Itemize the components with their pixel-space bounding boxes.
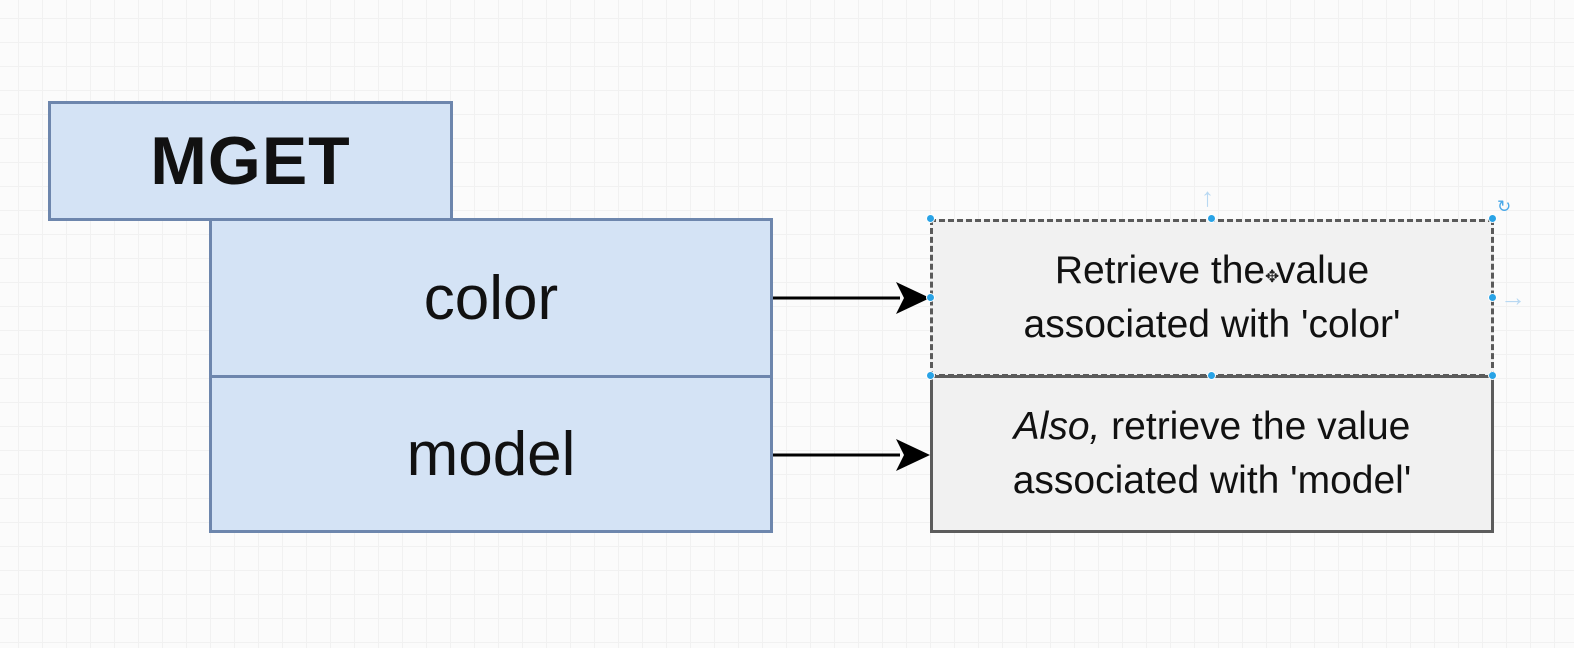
description-text-model: Also, retrieve the value associated with… [1013,400,1412,508]
description-model-line-1: retrieve the value [1100,405,1411,448]
selection-handle-top-right[interactable] [1488,214,1497,223]
mget-command-label: MGET [150,123,351,199]
key-box-color[interactable]: color [209,218,773,378]
description-box-model[interactable]: Also, retrieve the value associated with… [930,375,1494,533]
connect-arrow-right-icon[interactable]: → [1500,282,1526,312]
selection-handle-middle-left[interactable] [926,293,935,302]
key-label-model: model [406,419,576,489]
description-model-line-2: associated with 'model' [1012,459,1412,502]
arrow-model-to-description[interactable] [773,439,930,471]
key-label-color: color [423,263,559,333]
selection-handle-top-left[interactable] [926,214,935,223]
description-color-line-2: associated with 'color' [1023,303,1401,346]
selection-handle-middle-right[interactable] [1488,293,1497,302]
mget-command-box[interactable]: MGET [48,101,453,221]
key-box-model[interactable]: model [209,375,773,533]
description-model-emphasis: Also, [1013,405,1101,448]
selection-handle-bottom-right[interactable] [1488,371,1497,380]
arrow-color-head [896,282,930,314]
arrow-model-head [896,439,930,471]
move-cursor-icon: ✥ [1265,267,1280,286]
selection-handle-bottom-left[interactable] [926,371,935,380]
selection-handle-top-middle[interactable] [1207,214,1216,223]
connect-arrow-up-icon[interactable]: ↑ [1201,182,1214,212]
description-box-color[interactable]: Retrieve the value associated with 'colo… [930,219,1494,377]
description-text-color: Retrieve the value associated with 'colo… [1024,244,1401,352]
selection-handle-bottom-middle[interactable] [1207,371,1216,380]
arrow-color-to-description[interactable] [773,282,930,314]
rotate-icon[interactable]: ↻ [1497,197,1512,216]
description-color-line-1: Retrieve the value [1054,249,1370,292]
